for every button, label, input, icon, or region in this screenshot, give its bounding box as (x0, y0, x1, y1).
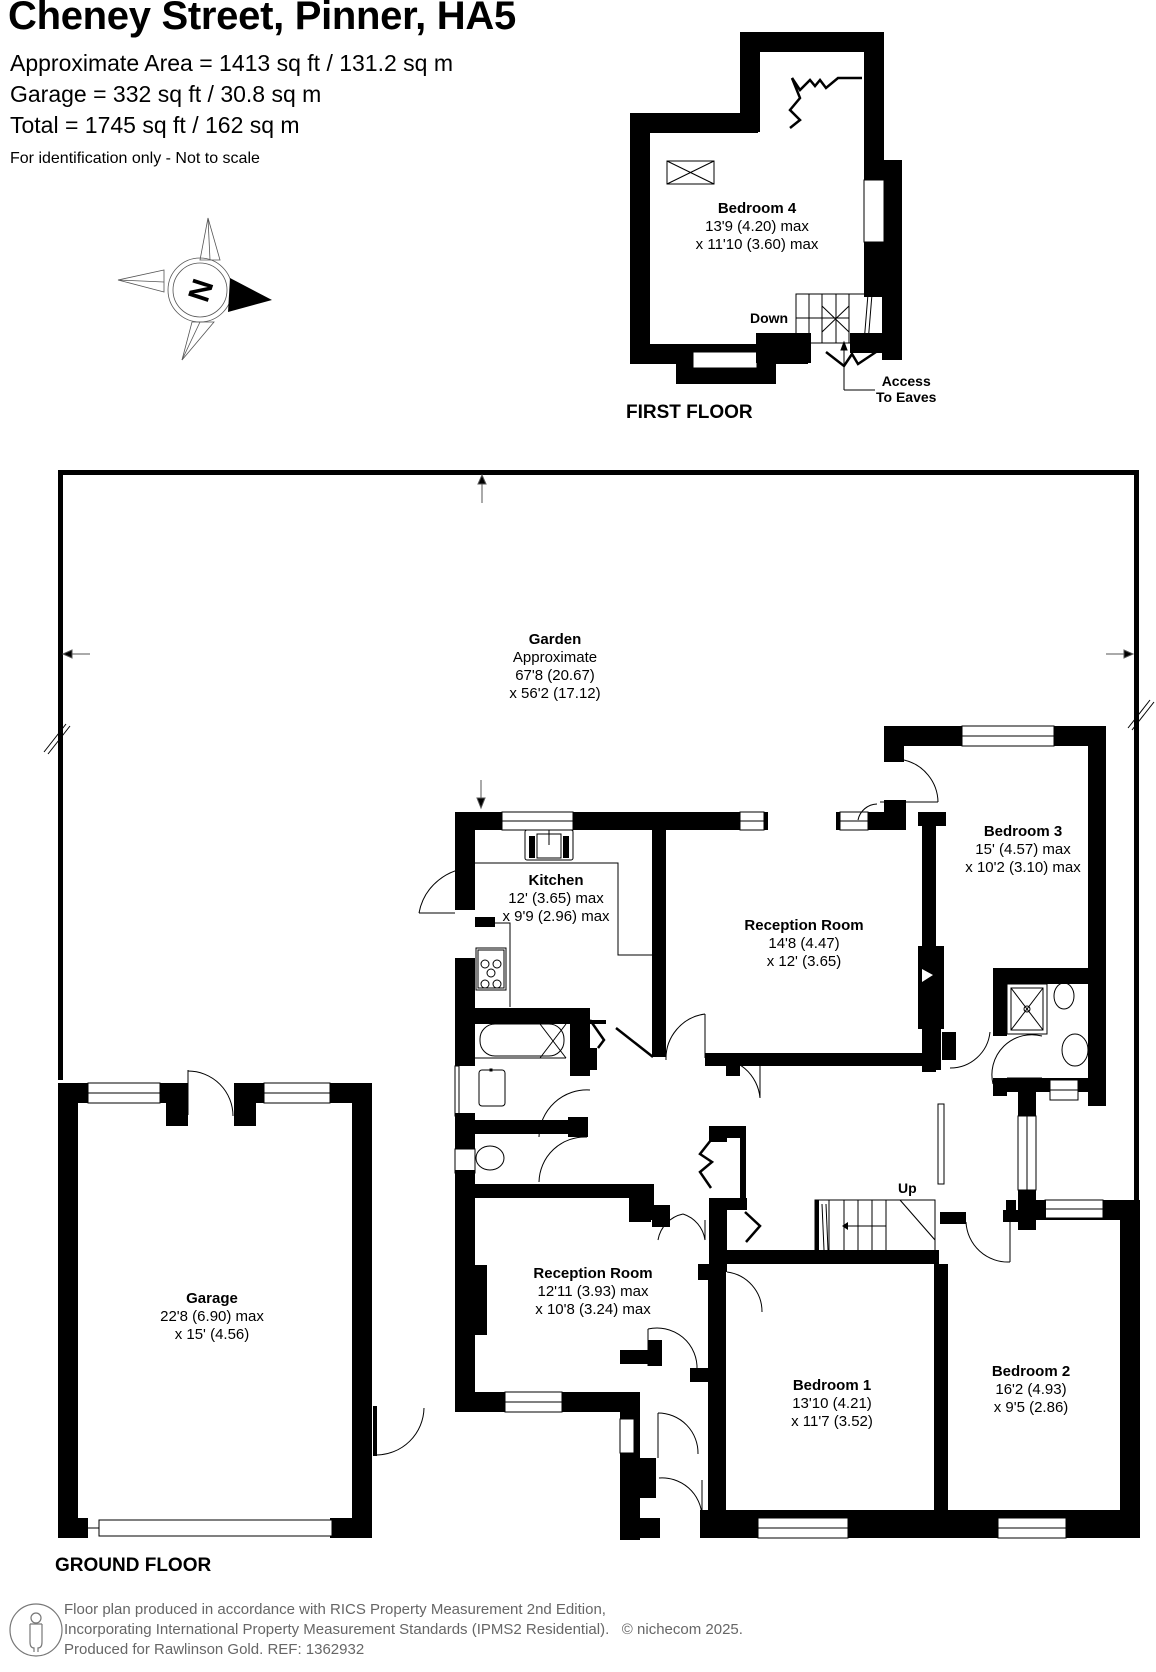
total-area: Total = 1745 sq ft / 162 sq m (10, 112, 300, 138)
page-title: Cheney Street, Pinner, HA5 (8, 0, 516, 38)
room-dimension: x 15' (4.56) (174, 1326, 250, 1343)
footer-line-text: Incorporating International Property Mea… (64, 1621, 610, 1638)
room-dimension: 12'11 (3.93) max (537, 1283, 649, 1300)
room-dimension: x 11'10 (3.60) max (695, 236, 819, 253)
room-bedroom-4: Bedroom 4 13'9 (4.20) max x 11'10 (3.60)… (696, 200, 819, 254)
room-dimension: 67'8 (20.67) (515, 667, 595, 684)
room-dimension: 13'9 (4.20) max (705, 218, 809, 235)
room-dimension: x 56'2 (17.12) (509, 685, 601, 702)
garage-area: Garage = 332 sq ft / 30.8 sq m (10, 81, 322, 107)
stairs-down-label: Down (750, 310, 789, 326)
ground-floor-plan (58, 725, 1140, 1540)
room-garage: Garage 22'8 (6.90) max x 15' (4.56) (160, 1290, 264, 1344)
room-dimension: x 11'7 (3.52) (791, 1413, 873, 1430)
footer-line: Incorporating International Property Mea… (64, 1620, 743, 1640)
room-bedroom-3: Bedroom 3 15' (4.57) max x 10'2 (3.10) m… (965, 823, 1080, 877)
copyright: © nichecom 2025. (621, 1621, 743, 1638)
room-dimension: x 9'9 (2.96) max (502, 908, 610, 925)
scale-disclaimer: For identification only - Not to scale (10, 150, 260, 167)
room-name: Reception Room (533, 1265, 653, 1282)
garden-boundary (43, 470, 1155, 1200)
room-dimension: x 12' (3.65) (766, 953, 842, 970)
room-dimension: 14'8 (4.47) (768, 935, 840, 952)
footer-text: Floor plan produced in accordance with R… (64, 1600, 743, 1660)
room-bedroom-1: Bedroom 1 13'10 (4.21) x 11'7 (3.52) (791, 1377, 873, 1431)
garden-note: Approximate (512, 649, 598, 666)
person-scale-icon (9, 1603, 63, 1657)
room-dimension: x 10'8 (3.24) max (535, 1301, 651, 1318)
ground-floor-label: GROUND FLOOR (55, 1555, 212, 1576)
room-reception-2: Reception Room 12'11 (3.93) max x 10'8 (… (533, 1265, 652, 1319)
room-bedroom-2: Bedroom 2 16'2 (4.93) x 9'5 (2.86) (992, 1363, 1070, 1417)
footer-line: Produced for Rawlinson Gold. REF: 136293… (64, 1641, 365, 1658)
room-kitchen: Kitchen 12' (3.65) max x 9'9 (2.96) max (502, 872, 609, 926)
access-label-line1: Access (881, 373, 931, 389)
room-name: Bedroom 4 (717, 200, 797, 217)
footer-line: Floor plan produced in accordance with R… (64, 1601, 606, 1618)
room-reception-1: Reception Room 14'8 (4.47) x 12' (3.65) (744, 917, 863, 971)
room-garden: Garden Approximate 67'8 (20.67) x 56'2 (… (509, 631, 600, 703)
room-name: Bedroom 2 (991, 1363, 1071, 1380)
compass-rose-icon: N (117, 217, 272, 361)
svg-text:N: N (182, 275, 220, 306)
approximate-area: Approximate Area = 1413 sq ft / 131.2 sq… (10, 50, 454, 76)
room-name: Garage (186, 1290, 238, 1307)
room-dimension: 22'8 (6.90) max (160, 1308, 264, 1325)
room-name: Kitchen (528, 872, 584, 889)
room-dimension: 13'10 (4.21) (792, 1395, 872, 1412)
room-dimension: 15' (4.57) max (975, 841, 1071, 858)
access-to-eaves-label: Access To Eaves (876, 373, 936, 405)
room-name: Reception Room (744, 917, 864, 934)
room-dimension: 12' (3.65) max (508, 890, 604, 907)
first-floor-plan (630, 32, 902, 391)
access-label-line2: To Eaves (876, 389, 937, 405)
first-floor-label: FIRST FLOOR (626, 402, 753, 423)
room-dimension: x 9'5 (2.86) (993, 1399, 1069, 1416)
room-dimension: 16'2 (4.93) (995, 1381, 1067, 1398)
room-name: Garden (528, 631, 582, 648)
room-name: Bedroom 3 (983, 823, 1063, 840)
room-dimension: x 10'2 (3.10) max (965, 859, 1081, 876)
stairs-up-label: Up (898, 1180, 917, 1196)
room-name: Bedroom 1 (792, 1377, 872, 1394)
